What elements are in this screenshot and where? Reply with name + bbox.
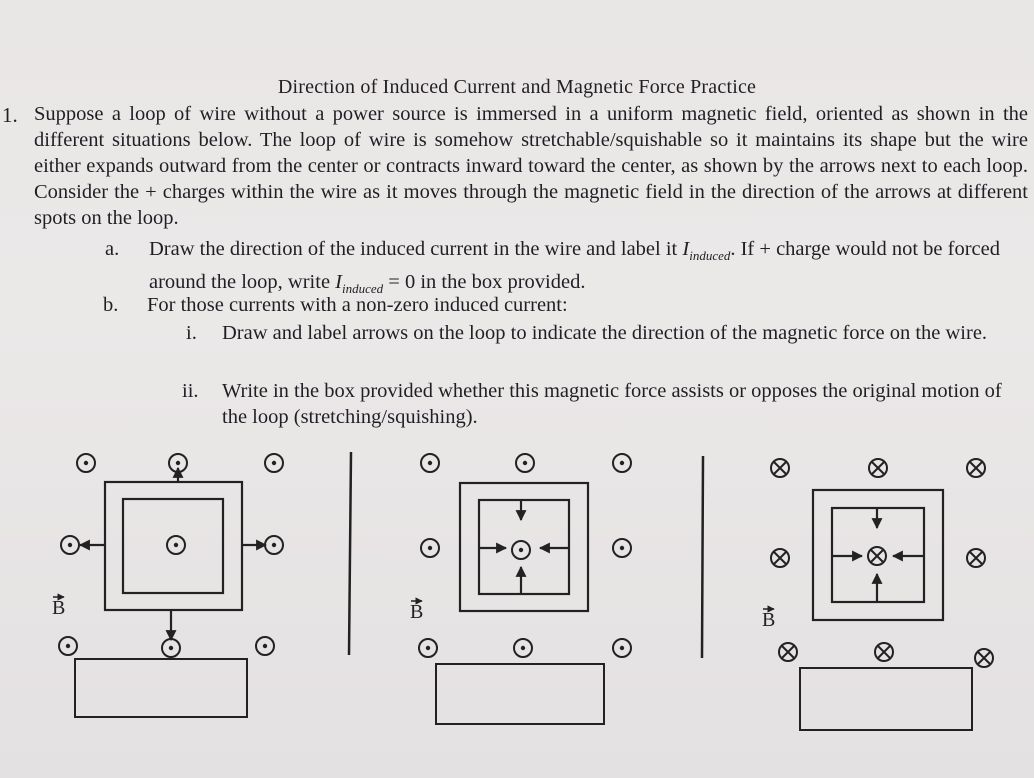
field-cross-icon: [874, 642, 894, 662]
part-b-ii-marker: ii.: [182, 380, 199, 402]
i-induced-symbol: Iinduced: [682, 238, 731, 264]
part-a-text: Draw the direction of the induced curren…: [149, 238, 1000, 297]
field-cross-icon: [770, 548, 790, 568]
field-dot-icon: [166, 535, 186, 555]
diagram-3: B: [762, 458, 994, 731]
divider: [700, 455, 705, 659]
field-dot-icon: [612, 538, 632, 558]
field-dot-icon: [58, 636, 78, 656]
field-dot-icon: [612, 638, 632, 658]
divider: [347, 451, 353, 656]
field-dot-icon: [511, 540, 531, 560]
field-dot-icon: [264, 535, 284, 555]
part-b-ii: ii. Write in the box provided whether th…: [182, 378, 1022, 438]
answer-box-2[interactable]: [435, 663, 605, 725]
field-dot-icon: [418, 638, 438, 658]
part-b-marker: b.: [103, 294, 119, 316]
field-symbols: [418, 453, 632, 658]
field-cross-icon: [778, 642, 798, 662]
motion-arrows-contracting: [832, 508, 924, 602]
field-dot-icon: [420, 538, 440, 558]
field-dot-icon: [513, 638, 533, 658]
part-b-text: For those currents with a non-zero induc…: [147, 294, 568, 316]
field-cross-icon: [966, 548, 986, 568]
part-a: a. Draw the direction of the induced cur…: [105, 236, 1025, 296]
loop-outer: [458, 481, 590, 613]
field-dot-icon: [161, 638, 181, 658]
part-b-i-marker: i.: [186, 322, 197, 344]
field-cross-icon: [867, 546, 887, 566]
field-label: B: [52, 597, 65, 619]
i-induced-symbol: Iinduced: [335, 271, 384, 297]
field-cross-icon: [770, 458, 790, 478]
field-dot-icon: [255, 636, 275, 656]
field-dot-icon: [515, 453, 535, 473]
answer-box-1[interactable]: [74, 658, 248, 718]
part-b-i-text: Draw and label arrows on the loop to ind…: [222, 322, 988, 344]
loop-outer: [811, 488, 945, 622]
page-title: Direction of Induced Current and Magneti…: [277, 76, 757, 98]
field-label: B: [762, 609, 775, 631]
question-text: Suppose a loop of wire without a power s…: [34, 103, 1028, 229]
diagram-1: B: [52, 453, 284, 718]
field-dot-icon: [612, 453, 632, 473]
diagram-2: B: [410, 453, 632, 725]
field-cross-icon: [966, 458, 986, 478]
field-dot-icon: [60, 535, 80, 555]
field-dot-icon: [76, 453, 96, 473]
field-cross-icon: [868, 458, 888, 478]
motion-arrows-contracting: [479, 500, 569, 594]
part-a-marker: a.: [105, 238, 120, 260]
loop-outer: [103, 480, 244, 612]
part-b-ii-text: Write in the box provided whether this m…: [222, 380, 1002, 428]
loop-inner: [121, 497, 225, 595]
question-number: 1.: [2, 103, 18, 127]
field-dot-icon: [420, 453, 440, 473]
field-cross-icon: [974, 648, 994, 668]
part-b: b. For those currents with a non-zero in…: [103, 292, 1023, 322]
field-dot-icon: [264, 453, 284, 473]
part-b-i: i. Draw and label arrows on the loop to …: [186, 320, 1026, 380]
motion-arrows-expanding: [78, 466, 268, 642]
answer-box-3[interactable]: [799, 667, 973, 731]
field-label: B: [410, 601, 423, 623]
